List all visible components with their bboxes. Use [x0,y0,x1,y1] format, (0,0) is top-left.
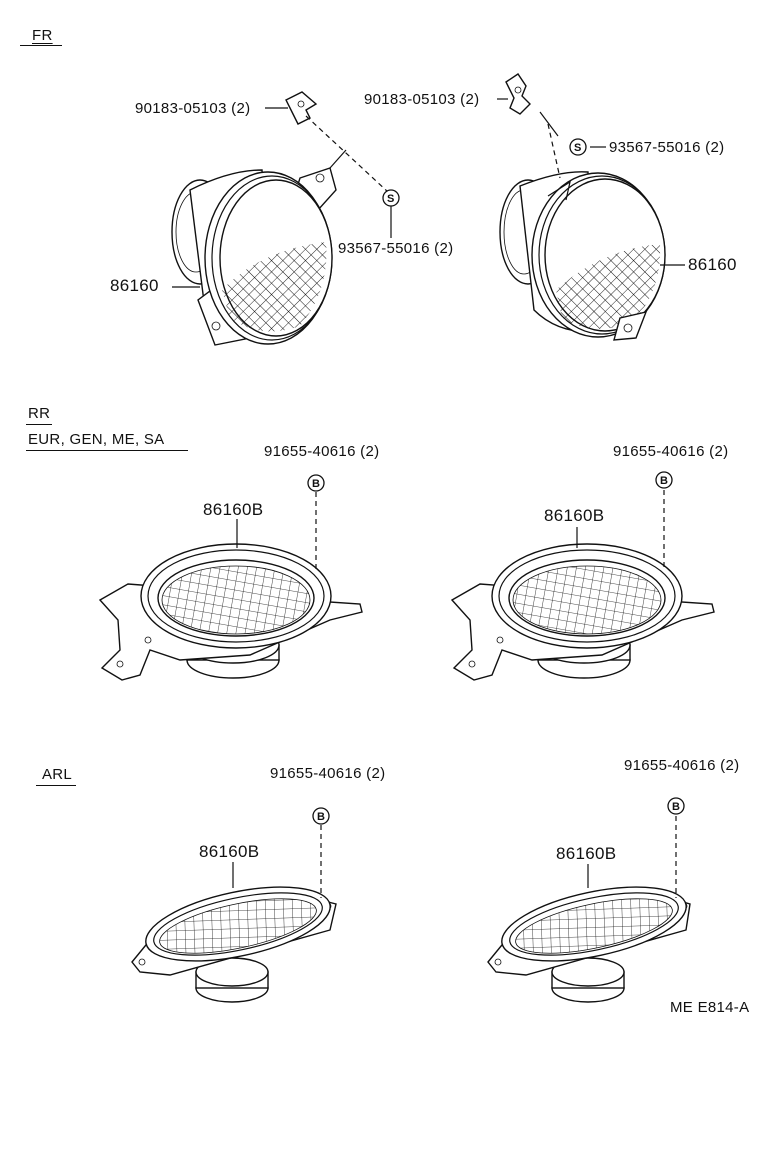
bolt-symbol-rr-left: B [307,474,325,492]
section-rear: RR [28,405,51,422]
bolt-symbol-rr-right: B [655,471,673,489]
label-clip-right: 90183-05103 (2) [364,91,480,108]
screw-symbol-right: S [569,138,587,156]
svg-text:S: S [574,142,581,154]
section-arl: ARL [42,766,73,783]
arl-speaker-right [487,886,691,1003]
svg-text:B: B [317,811,325,823]
front-speaker-left [171,167,337,346]
rear-speaker-left [98,543,363,681]
label-rear-speaker-arl-left: 86160B [199,842,260,861]
bolt-symbol-arl-right: B [667,797,685,815]
section-front-rule [20,45,62,46]
bolt-symbol-arl-left: B [312,807,330,825]
screw-symbol-left: S [382,189,400,207]
clip-left [285,91,318,125]
label-screw-left: 93567-55016 (2) [338,240,454,257]
section-rear-regions: EUR, GEN, ME, SA [28,431,165,448]
front-speaker-right [499,171,666,341]
label-rear-speaker-rr-right: 86160B [544,506,605,525]
svg-text:B: B [660,475,668,487]
section-front: FR [32,27,53,44]
label-clip-left: 90183-05103 (2) [135,100,251,117]
label-rear-speaker-rr-left: 86160B [203,500,264,519]
section-arl-rule [36,785,76,786]
label-rear-speaker-arl-right: 86160B [556,844,617,863]
label-screw-right: 93567-55016 (2) [609,139,725,156]
svg-text:S: S [387,193,394,205]
rear-speaker-right [450,543,715,681]
label-bolt-rr-left: 91655-40616 (2) [264,443,380,460]
label-front-speaker-left: 86160 [110,276,159,295]
section-rear-regions-rule [26,450,188,451]
section-rear-rule [26,424,52,425]
clip-right [505,73,531,115]
label-bolt-arl-right: 91655-40616 (2) [624,757,740,774]
drawing-code: ME E814-A [670,999,750,1016]
label-front-speaker-right: 86160 [688,255,737,274]
label-bolt-rr-right: 91655-40616 (2) [613,443,729,460]
svg-text:B: B [312,478,320,490]
label-bolt-arl-left: 91655-40616 (2) [270,765,386,782]
arl-speaker-left [131,886,337,1003]
svg-text:B: B [672,801,680,813]
